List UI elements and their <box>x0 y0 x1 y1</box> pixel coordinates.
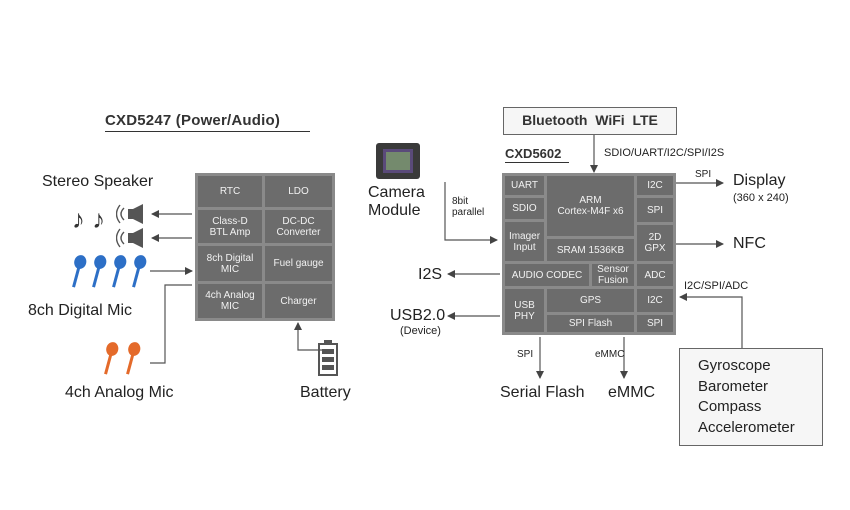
cell-i2c-bottom: I2C <box>637 289 673 312</box>
label-display-resolution: (360 x 240) <box>733 192 789 204</box>
analog-mic-icon <box>104 342 141 375</box>
battery-icon <box>318 340 338 376</box>
cxd5602-title: CXD5602 <box>505 146 562 161</box>
digital-mic-icon <box>72 255 147 288</box>
cell-ldo: LDO <box>265 176 332 207</box>
cell-digital-mic: 8ch Digital MIC <box>198 246 262 281</box>
cell-arm: ARM Cortex-M4F x6 <box>547 176 634 236</box>
sensors-box: Gyroscope Barometer Compass Acceleromete… <box>679 348 823 446</box>
cxd5247-chip: RTC LDO Class-D BTL Amp DC-DC Converter … <box>195 173 335 321</box>
wireless-box: Bluetooth WiFi LTE <box>503 107 677 135</box>
label-analog-mic: 4ch Analog Mic <box>65 384 174 401</box>
cell-audio-codec: AUDIO CODEC <box>505 264 589 286</box>
label-serial-flash: Serial Flash <box>500 384 585 401</box>
cell-class-d: Class-D BTL Amp <box>198 210 262 243</box>
music-note-icon: ♪ ♪ <box>72 204 106 234</box>
cell-rtc: RTC <box>198 176 262 207</box>
label-emmc: eMMC <box>608 384 656 401</box>
label-camera: Camera Module <box>368 184 425 219</box>
label-battery: Battery <box>300 384 351 401</box>
label-emmc-bottom: eMMC <box>595 349 625 360</box>
label-bus-top: SDIO/UART/I2C/SPI/I2S <box>604 147 725 159</box>
label-i2s: I2S <box>418 266 443 283</box>
cell-dcdc: DC-DC Converter <box>265 210 332 243</box>
cell-charger: Charger <box>265 284 332 318</box>
sensor-compass: Compass <box>698 398 762 415</box>
label-usb-device: (Device) <box>400 325 441 337</box>
label-bus-adc: I2C/SPI/ADC <box>684 280 749 292</box>
sensor-gyroscope: Gyroscope <box>698 357 771 374</box>
cell-imager-input: Imager Input <box>505 222 544 261</box>
cell-sdio: SDIO <box>505 198 544 219</box>
cxd5602-title-underline <box>505 162 569 163</box>
cell-spi-flash: SPI Flash <box>547 315 634 332</box>
label-nfc: NFC <box>733 235 766 252</box>
cxd5602-chip: UART SDIO Imager Input ARM Cortex-M4F x6… <box>502 173 676 335</box>
sensor-barometer: Barometer <box>698 377 769 395</box>
sensors-list: Gyroscope Barometer Compass Acceleromete… <box>698 356 795 438</box>
line-analog-mic <box>150 284 192 364</box>
arrow-camera <box>444 182 498 244</box>
cell-analog-mic: 4ch Analog MIC <box>198 284 262 318</box>
cell-2d-gpx: 2D GPX <box>637 225 673 261</box>
speaker-icon <box>116 204 143 248</box>
arrow-battery <box>294 322 325 351</box>
cxd5247-title-underline <box>105 131 310 132</box>
label-digital-mic: 8ch Digital Mic <box>28 302 133 319</box>
cell-fuel-gauge: Fuel gauge <box>265 246 332 281</box>
cell-i2c-top: I2C <box>637 176 673 195</box>
arrow-sensors <box>679 293 743 348</box>
cell-gps: GPS <box>547 289 634 312</box>
camera-sensor-icon <box>376 143 420 179</box>
cell-sensor-fusion: Sensor Fusion <box>592 264 634 286</box>
label-display: Display <box>733 172 786 189</box>
cell-spi-top: SPI <box>637 198 673 222</box>
cell-sram: SRAM 1536KB <box>547 239 634 261</box>
cell-usb-phy: USB PHY <box>505 289 544 332</box>
cell-spi-bottom: SPI <box>637 315 673 332</box>
sensor-accelerometer: Accelerometer <box>698 418 795 436</box>
label-8bit-parallel: 8bit parallel <box>452 196 485 218</box>
cxd5247-title: CXD5247 (Power/Audio) <box>105 112 281 129</box>
cell-uart: UART <box>505 176 544 195</box>
label-stereo-speaker: Stereo Speaker <box>42 173 154 190</box>
wireless-box-label: Bluetooth WiFi LTE <box>522 112 658 128</box>
label-spi-display: SPI <box>695 169 712 180</box>
label-spi-bottom: SPI <box>517 349 534 360</box>
label-usb: USB2.0 <box>390 307 446 324</box>
cell-adc: ADC <box>637 264 673 286</box>
